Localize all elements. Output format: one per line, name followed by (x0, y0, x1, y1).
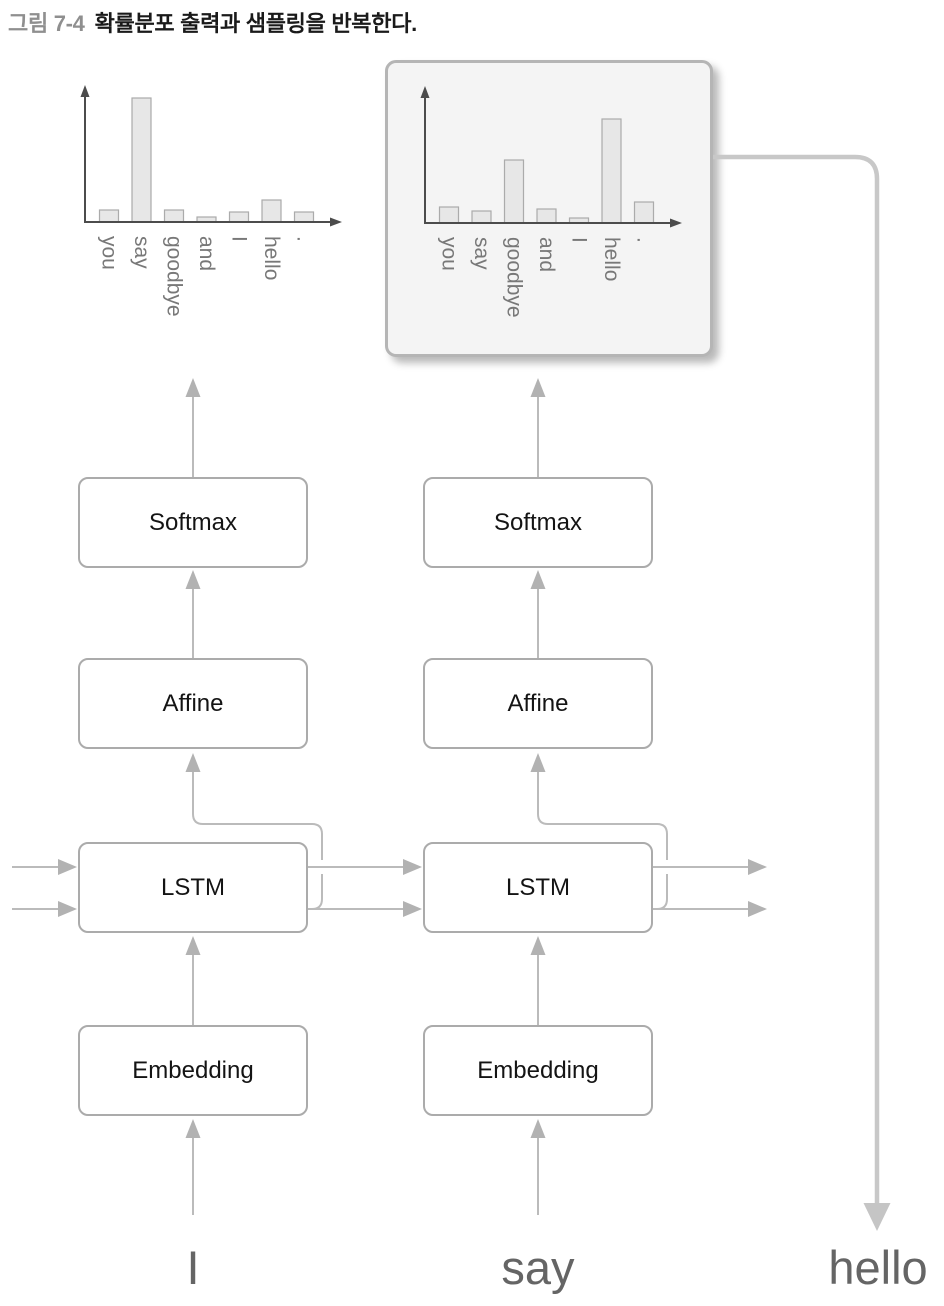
left-hidden-state-arrow (12, 901, 77, 917)
t1-t2-cell-state-arrow (308, 859, 422, 875)
bar-label-4: I (228, 236, 251, 242)
bar-2 (163, 209, 185, 223)
bar-label-3: and (535, 237, 558, 272)
t2-affine-to-softmax-arrow (530, 570, 546, 658)
lstm-box-t2: LSTM (423, 842, 653, 933)
bar-label-0: you (438, 237, 461, 271)
bar-1 (471, 210, 492, 224)
left-cell-state-arrow (12, 859, 77, 875)
softmax-box-t1: Softmax (78, 477, 308, 568)
embedding-box-t2: Embedding (423, 1025, 653, 1116)
t1-embedding-to-lstm-arrow (185, 936, 201, 1025)
t1-input-to-embedding-arrow (185, 1119, 201, 1215)
bar-0 (98, 209, 120, 223)
bar-label-2: goodbye (163, 236, 186, 317)
x-axis-arrowhead (670, 218, 682, 228)
bar-1 (131, 97, 152, 223)
bar-label-1: say (470, 237, 493, 270)
bar-label-6: . (293, 236, 316, 242)
t1-t2-hidden-state-arrow (308, 901, 422, 917)
t2-softmax-to-panel-arrow (530, 378, 546, 477)
bar-3 (536, 208, 557, 224)
bar-label-5: hello (600, 237, 623, 281)
sampled-word-arrow (713, 154, 891, 1231)
bar-6 (293, 211, 315, 223)
lstm-box-t1: LSTM (78, 842, 308, 933)
embedding-box-t1: Embedding (78, 1025, 308, 1116)
right-hidden-state-arrow (653, 901, 767, 917)
bar-label-2: goodbye (503, 237, 526, 318)
bar-label-5: hello (260, 236, 283, 280)
bar-0 (438, 206, 460, 224)
bar-label-6: . (633, 237, 656, 243)
softmax-box-t2: Softmax (423, 477, 653, 568)
t1-softmax-to-chart-arrow (185, 378, 201, 477)
bar-5 (261, 199, 282, 223)
t1-affine-to-softmax-arrow (185, 570, 201, 658)
right-cell-state-arrow (653, 859, 767, 875)
t2-input-to-embedding-arrow (530, 1119, 546, 1215)
input-word-t1: I (186, 1241, 200, 1294)
y-axis-arrowhead (80, 85, 90, 97)
figure-title: 그림 7-4 확률분포 출력과 샘플링을 반복한다. (8, 6, 417, 38)
bar-5 (601, 118, 622, 224)
bar-label-1: say (130, 236, 153, 269)
sampled-output-word: hello (828, 1241, 928, 1294)
y-axis-arrowhead (420, 86, 430, 98)
bar-label-4: I (568, 237, 591, 243)
bar-label-0: you (98, 236, 121, 270)
affine-box-t2: Affine (423, 658, 653, 749)
figure-caption: 확률분포 출력과 샘플링을 반복한다. (94, 11, 418, 36)
bar-6 (633, 201, 655, 224)
bar-2 (503, 159, 525, 224)
t2-embedding-to-lstm-arrow (530, 936, 546, 1025)
input-word-t2: say (501, 1241, 575, 1294)
bar-label-3: and (195, 236, 218, 271)
affine-box-t1: Affine (78, 658, 308, 749)
figure-number: 그림 7-4 (8, 11, 85, 36)
x-axis-arrowhead (330, 217, 342, 227)
bar-4 (228, 211, 250, 223)
